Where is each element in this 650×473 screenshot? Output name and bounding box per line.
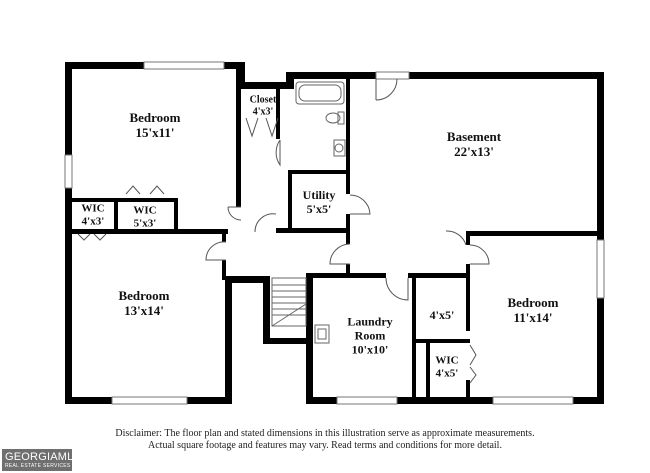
room-dimensions: 4'x3': [81, 215, 105, 227]
room-label-wic-lower: WIC 4'x5': [435, 354, 458, 379]
room-dimensions: 5'x5': [306, 202, 332, 216]
room-dimensions: 15'x11': [135, 125, 175, 140]
disclaimer-line-2: Actual square footage and features may v…: [148, 440, 502, 451]
logo-tagline: REAL ESTATE SERVICES: [5, 463, 71, 469]
interior-walls: [68, 69, 604, 404]
room-label-utility: Utility 5'x5': [302, 188, 336, 217]
room-label-closet: Closet 4'x3': [250, 95, 277, 118]
room-dimensions: 4'x5': [429, 308, 455, 323]
room-name: Basement: [446, 129, 502, 145]
room-dimensions: 4'x3': [252, 106, 274, 117]
room-dimensions: 11'x14': [513, 310, 553, 325]
room-name: Bedroom: [507, 295, 559, 311]
room-label-bedroom-right: Bedroom 11'x14': [507, 295, 559, 326]
doors: [77, 71, 490, 384]
room-label-closet-4x5: 4'x5': [429, 308, 455, 323]
room-dimensions: 13'x14': [124, 303, 164, 318]
room-dimensions: 10'x10': [351, 341, 389, 356]
room-dimensions: 5'x3': [133, 217, 157, 229]
room-label-wic-mid: WIC 5'x3': [133, 204, 156, 229]
logo-brand: GEORGIAMLS: [5, 451, 81, 463]
room-name: WIC: [435, 354, 459, 367]
windows: [64, 61, 605, 405]
room-name: Closet: [249, 94, 277, 106]
room-dimensions: 4'x5': [435, 367, 459, 379]
stairs: [271, 277, 307, 327]
room-name: WIC: [81, 202, 105, 215]
disclaimer-line-1: Disclaimer: The floor plan and stated di…: [115, 428, 535, 439]
room-name: Utility: [302, 188, 336, 203]
room-label-wic-left: WIC 4'x3': [81, 202, 104, 227]
room-label-bedroom-lower-left: Bedroom 13'x14': [118, 288, 170, 319]
room-dimensions: 22'x13': [454, 144, 494, 159]
room-name: Bedroom: [129, 110, 181, 126]
disclaimer: Disclaimer: The floor plan and stated di…: [0, 428, 650, 452]
room-label-laundry: Laundry Room 10'x10': [347, 315, 392, 356]
room-label-basement: Basement 22'x13': [446, 129, 502, 160]
room-name: WIC: [133, 204, 157, 217]
room-name: Bedroom: [118, 288, 170, 304]
fixtures: [271, 81, 346, 344]
room-name-line2: Room: [354, 328, 386, 343]
georgiamls-logo: GEORGIAMLS REAL ESTATE SERVICES: [2, 449, 81, 471]
room-name-line1: Laundry: [347, 314, 393, 329]
room-label-bedroom-upper-left: Bedroom 15'x11': [129, 110, 181, 141]
